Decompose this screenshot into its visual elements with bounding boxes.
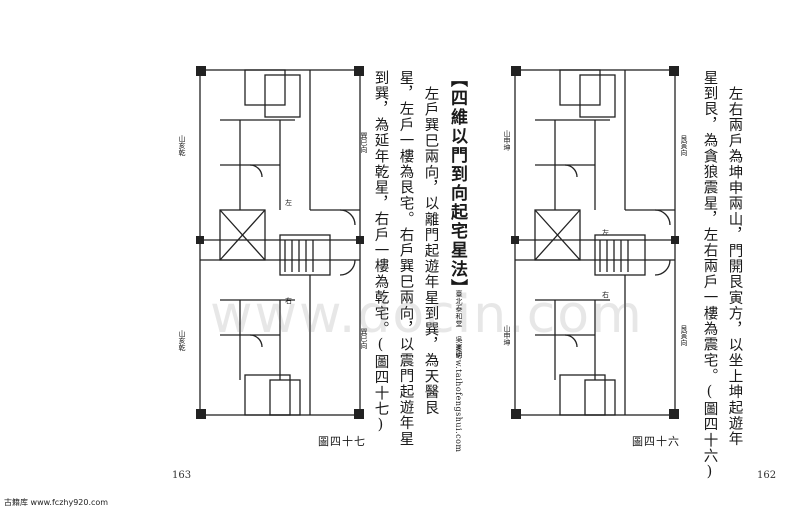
credit-url: www.taihofengshui.com (454, 345, 463, 453)
left-text-line-3: 到巽，為延年乾星，右戶一樓為乾宅。(圖四十七) (372, 70, 389, 435)
plan47-right-unit: 右 (285, 297, 292, 305)
right-text-line-2: 星到艮，為貪狼震星，左右兩戶一樓為震宅。(圖四十六) (701, 70, 718, 482)
floor-plan-47: 山亥乾 山亥乾 巽巳向 巽巳向 左 右 (178, 60, 370, 425)
plan47-door-bottom: 巽巳向 (360, 328, 368, 349)
figure-46-caption: 圖四十六 (632, 435, 680, 448)
plan47-mountain-bottom: 山亥乾 (178, 330, 186, 351)
plan47-left-unit: 左 (285, 199, 292, 207)
plan46-mountain-bottom: 山申坤 (503, 325, 511, 346)
plan46-mountain-top: 山申坤 (503, 130, 511, 151)
plan46-right-unit: 右 (602, 291, 609, 299)
watermark: www.docin.com (210, 285, 644, 345)
floor-plan-46: 山申坤 山申坤 艮寅向 艮寅向 左 右 (503, 60, 690, 425)
plan46-left-unit: 左 (602, 229, 609, 237)
plan47-door-top: 巽巳向 (360, 132, 368, 153)
left-text-line-2: 星，左戶一樓為艮宅。右戶巽巳兩向，以震門起遊年星 (397, 70, 414, 447)
site-footer: 古籍库 www.fczhy920.com (4, 498, 109, 507)
right-text-line-1: 左右兩戶為坤申兩山，門開艮寅方，以坐上坤起遊年 (726, 86, 743, 448)
plan47-mountain-top: 山亥乾 (178, 135, 186, 156)
right-page-number: 162 (757, 470, 777, 481)
figure-47-caption: 圖四十七 (318, 435, 366, 448)
plan46-door-bottom: 艮寅向 (680, 325, 688, 346)
section-heading: 【四維以門到向起宅星法】 (447, 70, 467, 298)
left-page-number: 163 (172, 470, 192, 481)
credit-line: 臺北泰和堂 吳憲明 (455, 290, 463, 359)
plan46-door-top: 艮寅向 (680, 135, 688, 156)
left-text-line-1: 左戶巽巳兩向，以離門起遊年星到巽，為天醫艮 (422, 86, 439, 416)
